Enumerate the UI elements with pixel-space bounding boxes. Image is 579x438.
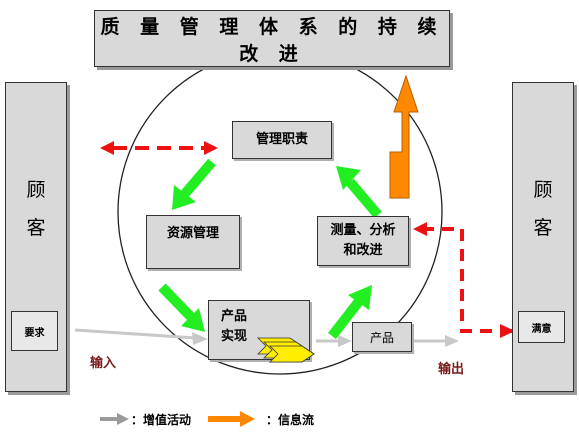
green-arrow-management-to-resource <box>172 158 216 210</box>
customer-right-label-2: 客 <box>533 217 553 239</box>
red-dashed-feedback-arrow <box>413 222 515 338</box>
customer-right-label-1: 顾 <box>533 179 553 201</box>
management-responsibility-box: 管理职责 <box>232 121 332 159</box>
page-title: 质 量 管 理 体 系 的 持 续 改 进 <box>94 10 450 67</box>
legend-value-added-label: ：增值活动 <box>131 413 192 427</box>
output-label: 输出 <box>438 362 465 377</box>
customer-left-panel: 顾 客 要求 <box>5 82 67 392</box>
red-dashed-arrow-top <box>100 141 218 155</box>
legend-info-flow-label: ：信息流 <box>266 413 315 427</box>
measurement-label-line2: 和改进 <box>343 243 383 258</box>
legend-gray-arrow-icon <box>100 413 129 425</box>
customer-left-label-1: 顾 <box>26 179 46 201</box>
measurement-label-line1: 测量、分析 <box>330 223 396 238</box>
satisfaction-box: 满意 <box>518 311 565 343</box>
green-arrow-product-to-measurement <box>328 285 372 340</box>
product-box: 产品 <box>352 322 412 352</box>
legend-orange-arrow-icon <box>208 411 255 427</box>
input-arrow <box>74 328 208 345</box>
customer-right-panel: 顾 客 满意 <box>512 82 574 392</box>
realization-label-line1: 产品 <box>221 309 248 324</box>
measurement-analysis-improvement-box: 测量、分析 和改进 <box>317 216 409 266</box>
requirements-box: 要求 <box>11 311 58 351</box>
orange-info-flow-arrow <box>389 74 419 199</box>
realization-label-line2: 实现 <box>221 329 248 344</box>
product-to-output-arrow <box>412 335 459 347</box>
realization-to-product-arrow <box>316 335 352 347</box>
green-arrow-resource-to-realization <box>158 283 205 332</box>
green-arrow-measurement-to-management <box>336 166 382 219</box>
resource-management-box: 资源管理 <box>146 215 240 269</box>
customer-left-label-2: 客 <box>26 217 46 239</box>
input-label: 输入 <box>90 356 117 371</box>
